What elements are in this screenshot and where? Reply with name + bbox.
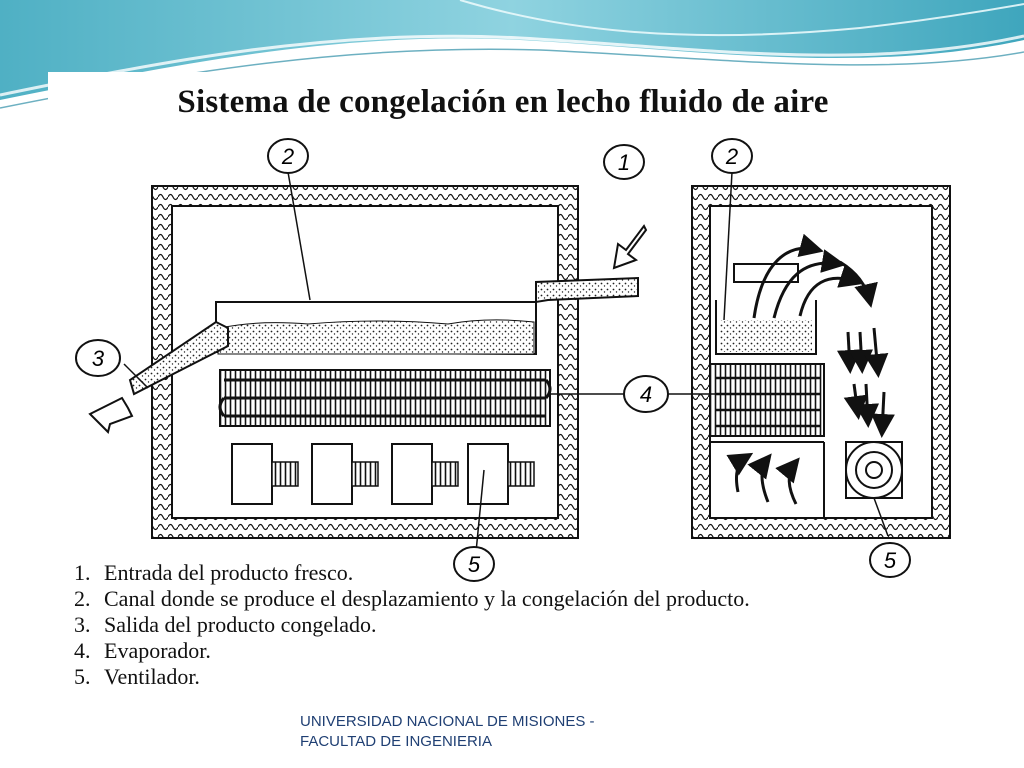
slide-title: Sistema de congelación en lecho fluido d… <box>177 84 829 120</box>
callout-3: 3 <box>75 339 121 377</box>
slide-footer: UNIVERSIDAD NACIONAL DE MISIONES - FACUL… <box>300 712 595 752</box>
centrifugal-fan <box>845 441 903 499</box>
airflow-arrows <box>726 233 895 505</box>
footer-line-2: FACULTAD DE INGENIERIA <box>300 733 492 750</box>
outlet-arrow-icon <box>88 396 134 434</box>
legend-item-2: 2.Canal donde se produce el desplazamien… <box>74 586 750 611</box>
callout-2-right: 2 <box>711 138 753 174</box>
legend-item-1: 1.Entrada del producto fresco. <box>74 560 354 585</box>
outlet-chute <box>128 320 229 396</box>
legend-item-4: 4.Evaporador. <box>74 638 211 663</box>
callout-4: 4 <box>623 375 669 413</box>
svg-text:2: 2 <box>281 144 294 169</box>
slide-image: Sistema de congelación en lecho fluido d… <box>48 72 958 692</box>
svg-text:2: 2 <box>725 144 738 169</box>
cabinet-side-view <box>88 185 639 539</box>
legend-item-5: 5.Ventilador. <box>74 664 200 689</box>
svg-text:5: 5 <box>884 548 897 573</box>
leader-lines <box>123 171 889 553</box>
inlet-chute <box>535 276 639 304</box>
svg-text:4: 4 <box>640 382 652 407</box>
evaporator-coil-end <box>709 363 825 437</box>
svg-text:1: 1 <box>618 150 630 175</box>
legend-item-3: 3.Salida del producto congelado. <box>74 612 377 637</box>
callout-1: 1 <box>603 144 645 180</box>
fan-units <box>231 443 535 505</box>
svg-text:5: 5 <box>468 552 481 577</box>
legend-list: 1.Entrada del producto fresco. 2.Canal d… <box>74 560 750 690</box>
cabinet-end-view <box>691 185 951 539</box>
callout-5-right: 5 <box>869 542 911 578</box>
freezer-diagram: 1 2 2 3 4 5 5 <box>75 138 951 582</box>
callout-2-left: 2 <box>267 138 309 174</box>
svg-text:3: 3 <box>92 346 105 371</box>
inlet-arrow-icon <box>612 224 648 270</box>
callout-5-left: 5 <box>453 546 495 582</box>
footer-line-1: UNIVERSIDAD NACIONAL DE MISIONES - <box>300 713 595 730</box>
